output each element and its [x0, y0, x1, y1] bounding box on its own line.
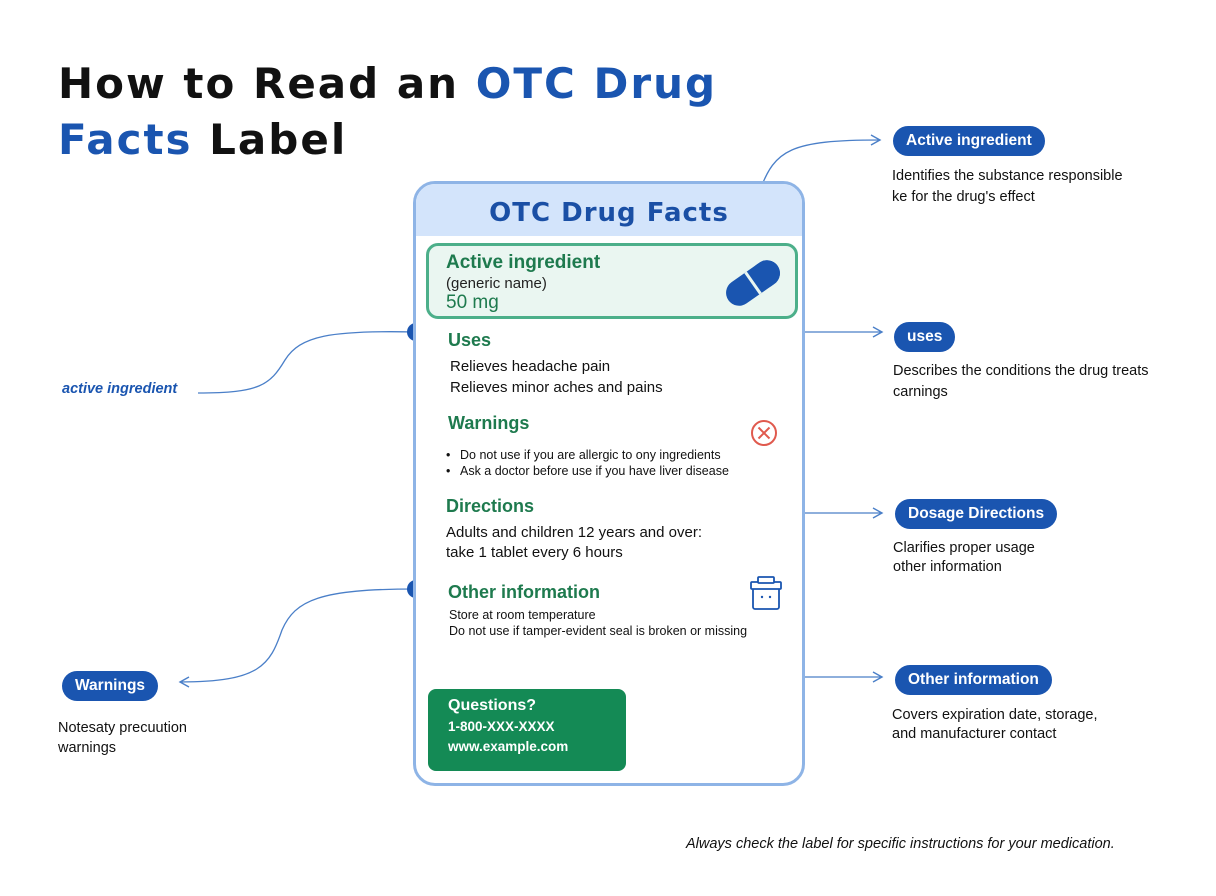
badge-uses: uses	[894, 322, 956, 352]
questions-box: Questions? 1-800-XXX-XXXX www.example.co…	[428, 689, 626, 771]
directions-line-1: Adults and children 12 years and over:	[446, 524, 702, 541]
page-title: How to Read an OTC Drug Facts Label	[58, 56, 717, 168]
footer-note: Always check the label for specific inst…	[686, 836, 1115, 852]
desc-other-line-1: Covers expiration date, storage,	[892, 707, 1098, 723]
directions-heading: Directions	[446, 496, 535, 516]
connector-left-active	[197, 331, 417, 394]
questions-website[interactable]: www.example.com	[448, 739, 569, 754]
desc-active-line-2: ke for the drug's effect	[892, 189, 1035, 205]
title-part-2: OTC Drug	[475, 59, 718, 108]
badge-dosage-directions: Dosage Directions	[895, 499, 1058, 529]
desc-uses-line-2: carnings	[893, 384, 948, 400]
desc-dosage-line-1: Clarifies proper usage	[893, 540, 1035, 556]
directions-line-2: take 1 tablet every 6 hours	[446, 544, 623, 561]
uses-heading: Uses	[448, 330, 492, 350]
active-ingredient-box: Active ingredient (generic name) 50 mg	[426, 243, 798, 319]
desc-dosage-line-2: other information	[893, 559, 1002, 575]
drug-facts-card: OTC Drug Facts Active ingredient (generi…	[413, 181, 805, 786]
desc-other-line-2: and manufacturer contact	[892, 726, 1057, 742]
uses-line-2: Relieves minor aches and pains	[450, 379, 663, 396]
other-line-1: Store at room temperature	[449, 608, 596, 622]
pill-icon	[726, 260, 780, 306]
questions-phone[interactable]: 1-800-XXX-XXXX	[448, 719, 555, 734]
active-dose: 50 mg	[446, 292, 499, 313]
warnings-bullet-1: Do not use if you are allergic to ony in…	[446, 447, 721, 463]
title-part-4: Label	[192, 115, 348, 164]
desc-active-line-1: Identifies the substance responsible	[892, 168, 1123, 184]
desc-warnings-line-2: warnings	[58, 740, 117, 756]
badge-warnings: Warnings	[62, 671, 159, 701]
connector-left-warnings	[178, 588, 417, 688]
package-icon	[750, 576, 782, 610]
other-heading: Other information	[448, 582, 600, 602]
prohibited-icon	[751, 420, 777, 446]
card-header: OTC Drug Facts	[416, 184, 802, 236]
title-part-1: How to Read an	[58, 59, 476, 108]
warnings-bullet-2: Ask a doctor before use if you have live…	[446, 463, 729, 479]
badge-active-ingredient: Active ingredient	[893, 126, 1045, 156]
other-line-2: Do not use if tamper-evident seal is bro…	[449, 624, 748, 638]
active-title: Active ingredient	[446, 252, 601, 273]
left-label-active-ingredient: active ingredient	[62, 381, 178, 397]
active-generic: (generic name)	[446, 275, 547, 292]
connector-active	[759, 134, 882, 191]
warnings-heading: Warnings	[448, 413, 530, 433]
title-part-3: Facts	[58, 115, 193, 164]
desc-warnings-line-1: Notesaty precuution	[58, 720, 187, 736]
desc-uses-line-1: Describes the conditions the drug treats	[893, 363, 1149, 379]
questions-title: Questions?	[448, 697, 537, 714]
badge-other-information: Other information	[895, 665, 1052, 695]
uses-line-1: Relieves headache pain	[450, 358, 611, 375]
